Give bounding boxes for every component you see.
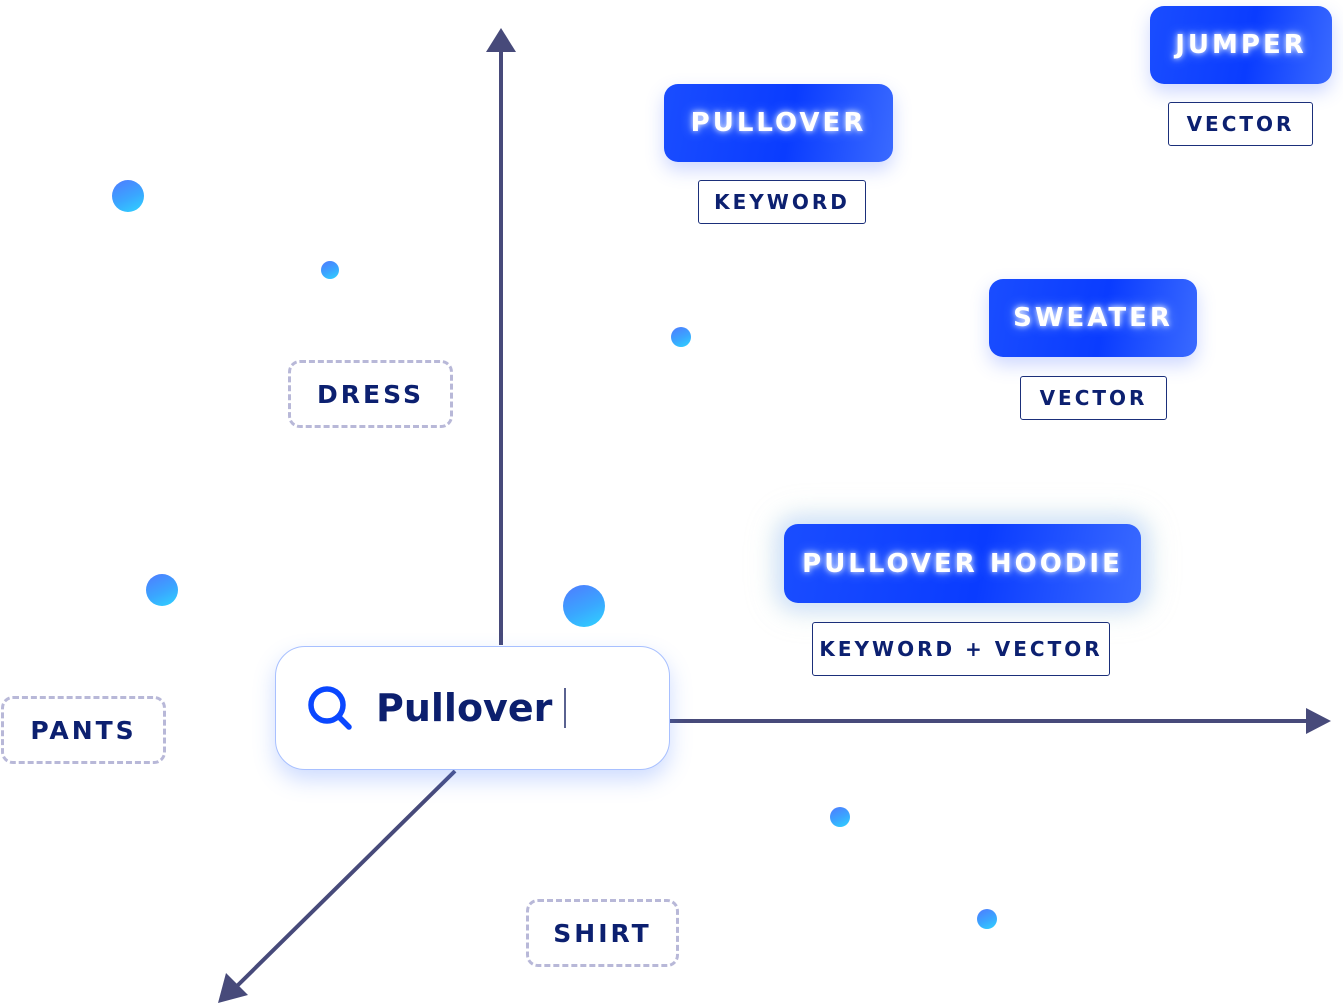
- search-icon: [308, 686, 352, 730]
- match-type-label: VECTOR: [1186, 112, 1295, 136]
- y-axis-arrowhead: [486, 28, 516, 52]
- search-input[interactable]: Pullover: [376, 686, 553, 730]
- match-type-tag: VECTOR: [1020, 376, 1167, 420]
- match-type-label: VECTOR: [1039, 386, 1148, 410]
- x-axis-arrowhead: [1306, 708, 1331, 734]
- result-chip-pullover[interactable]: PULLOVER: [664, 84, 893, 162]
- data-point: [830, 807, 850, 827]
- search-box[interactable]: Pullover: [275, 646, 670, 770]
- result-chip-pullover-hoodie[interactable]: PULLOVER HOODIE: [784, 524, 1141, 603]
- non-match-pants: PANTS: [1, 696, 166, 764]
- non-match-label: SHIRT: [553, 918, 652, 948]
- non-match-dress: DRESS: [288, 360, 453, 428]
- data-point: [112, 180, 144, 212]
- match-type-tag: KEYWORD + VECTOR: [812, 622, 1110, 676]
- match-type-label: KEYWORD + VECTOR: [819, 637, 1103, 661]
- result-chip-sweater[interactable]: SWEATER: [989, 279, 1197, 357]
- result-label: PULLOVER: [690, 108, 867, 138]
- text-cursor: [564, 688, 567, 728]
- match-type-tag: VECTOR: [1168, 102, 1313, 146]
- non-match-label: PANTS: [30, 715, 137, 745]
- result-label: SWEATER: [1013, 303, 1173, 333]
- z-axis-arrowhead: [218, 973, 248, 1003]
- data-point: [671, 327, 691, 347]
- result-label: JUMPER: [1175, 30, 1307, 60]
- result-chip-jumper[interactable]: JUMPER: [1150, 6, 1332, 84]
- match-type-tag: KEYWORD: [698, 180, 866, 224]
- non-match-shirt: SHIRT: [526, 899, 679, 967]
- data-point: [321, 261, 339, 279]
- result-label: PULLOVER HOODIE: [802, 548, 1123, 579]
- match-type-label: KEYWORD: [714, 190, 850, 214]
- data-point: [563, 585, 605, 627]
- data-point: [977, 909, 997, 929]
- non-match-label: DRESS: [317, 379, 424, 409]
- z-axis-line: [234, 769, 457, 989]
- data-point: [146, 574, 178, 606]
